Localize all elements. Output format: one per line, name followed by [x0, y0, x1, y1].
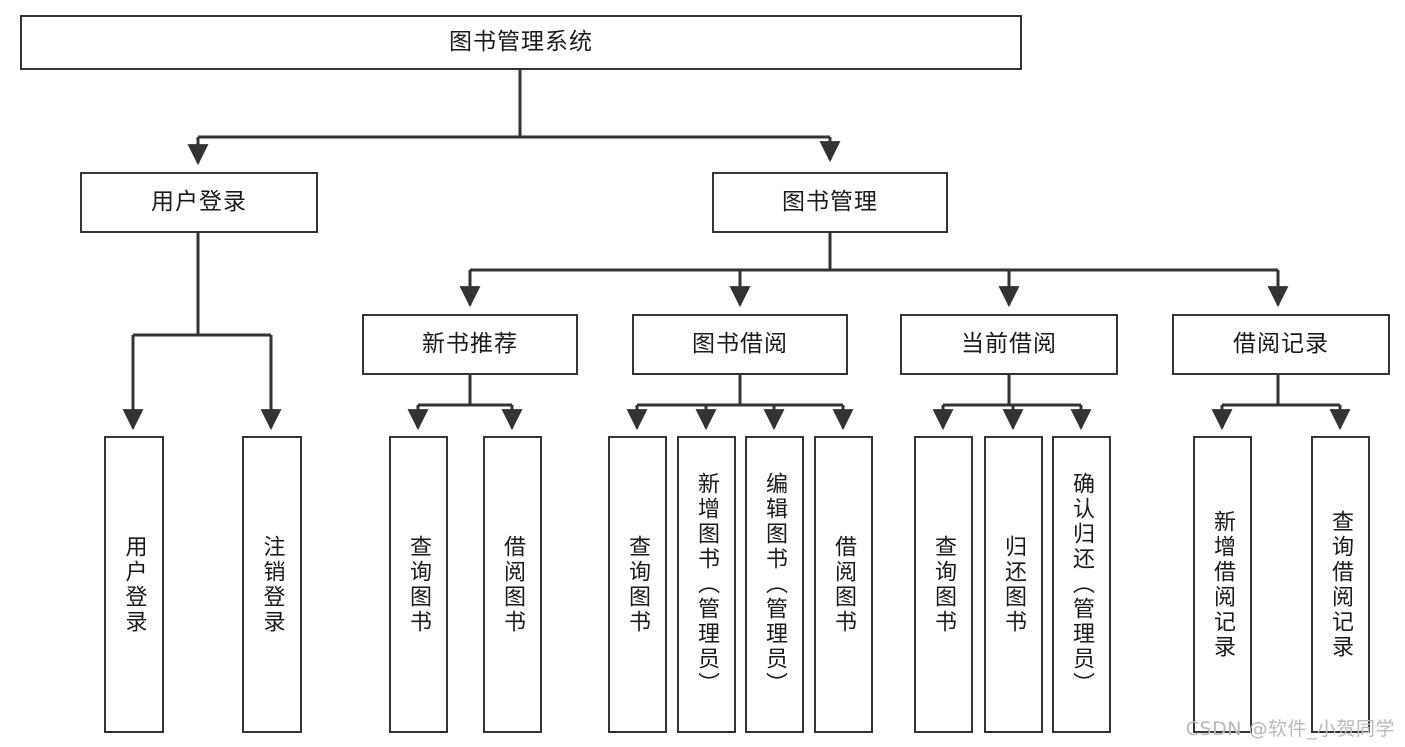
node-label: 查询图书	[931, 534, 957, 635]
node-leaf-query-book-current[interactable]: 查询图书	[914, 436, 973, 733]
node-leaf-add-borrow-record[interactable]: 新增借阅记录	[1193, 436, 1252, 733]
node-leaf-return-book[interactable]: 归还图书	[984, 436, 1043, 733]
node-label: 新书推荐	[422, 330, 518, 357]
node-label: 新增借阅记录	[1210, 509, 1236, 660]
node-label: 用户登录	[151, 188, 247, 215]
node-label: 图书管理	[782, 188, 878, 215]
node-leaf-query-book-recommend[interactable]: 查询图书	[389, 436, 448, 733]
node-label: 归还图书	[1001, 534, 1027, 635]
node-leaf-borrow-book-recommend[interactable]: 借阅图书	[483, 436, 542, 733]
node-leaf-borrow-book[interactable]: 借阅图书	[814, 436, 873, 733]
node-borrow-record[interactable]: 借阅记录	[1172, 314, 1390, 375]
node-label: 图书借阅	[692, 330, 788, 357]
node-current-borrow[interactable]: 当前借阅	[900, 314, 1118, 375]
node-label: 编辑图书（管理员）	[762, 472, 788, 697]
node-user-login[interactable]: 用户登录	[80, 172, 318, 233]
node-label: 图书管理系统	[449, 28, 593, 55]
node-new-book-recommend[interactable]: 新书推荐	[362, 314, 578, 375]
node-label: 用户登录	[121, 534, 147, 635]
node-label: 借阅记录	[1233, 330, 1329, 357]
node-leaf-logout[interactable]: 注销登录	[242, 436, 302, 733]
node-label: 当前借阅	[961, 330, 1057, 357]
node-book-management[interactable]: 图书管理	[712, 172, 948, 233]
node-leaf-confirm-return-admin[interactable]: 确认归还（管理员）	[1052, 436, 1111, 733]
node-label: 新增图书（管理员）	[694, 472, 720, 697]
node-leaf-query-book-borrow[interactable]: 查询图书	[608, 436, 667, 733]
node-label: 借阅图书	[500, 534, 526, 635]
node-label: 确认归还（管理员）	[1069, 472, 1095, 697]
node-root-book-management-system[interactable]: 图书管理系统	[20, 15, 1022, 70]
node-leaf-add-book-admin[interactable]: 新增图书（管理员）	[677, 436, 736, 733]
node-label: 借阅图书	[831, 534, 857, 635]
node-leaf-query-borrow-record[interactable]: 查询借阅记录	[1311, 436, 1370, 733]
node-label: 注销登录	[259, 534, 285, 635]
node-label: 查询图书	[406, 534, 432, 635]
node-label: 查询借阅记录	[1328, 509, 1354, 660]
node-leaf-edit-book-admin[interactable]: 编辑图书（管理员）	[745, 436, 804, 733]
node-book-borrow[interactable]: 图书借阅	[632, 314, 848, 375]
node-leaf-user-login[interactable]: 用户登录	[104, 436, 164, 733]
node-label: 查询图书	[625, 534, 651, 635]
